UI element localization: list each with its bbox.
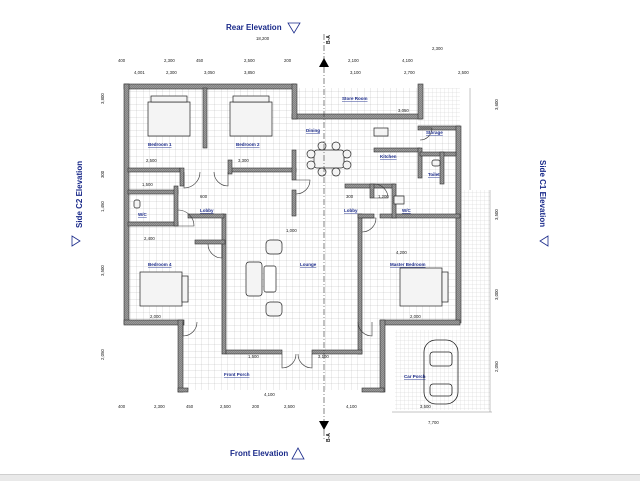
dim-top-5: 2,100 <box>348 58 359 63</box>
dim-bottom-0: 400 <box>118 404 126 409</box>
dim-top-0: 400 <box>118 58 126 63</box>
room-label-bedroom-4: Bedroom 4 <box>148 262 172 267</box>
dimensions: 18,200 400 2,300 450 2,500 200 2,100 4,1… <box>100 36 499 425</box>
side-c2-elevation-label: Side C2 Elevation <box>75 161 84 228</box>
dim-top2-5: 2,700 <box>404 70 415 75</box>
dim-top2-3: 3,850 <box>244 70 255 75</box>
room-label-ensuite: W/C <box>402 208 411 213</box>
dim-top-7: 2,300 <box>432 46 443 51</box>
room-label-bedroom-1: Bedroom 1 <box>148 142 172 147</box>
side-paving <box>392 88 492 413</box>
dim-right-1: 3,500 <box>494 209 499 220</box>
viewer-bottom-bar <box>0 474 640 481</box>
dim-bottom-6: 4,100 <box>346 404 357 409</box>
room-label-car-porch: Car Porch <box>404 374 426 379</box>
dim-inner-14: 4,100 <box>264 392 275 397</box>
dim-left-1: 300 <box>100 170 105 178</box>
room-label-lobby-left: Lobby <box>200 208 214 213</box>
dim-inner-5: 1,000 <box>286 228 297 233</box>
room-labels: Bedroom 1 Bedroom 2 Bedroom 4 Master Bed… <box>138 96 443 379</box>
dim-top-total: 18,200 <box>256 36 270 41</box>
dim-top-6: 4,100 <box>402 58 413 63</box>
room-label-kitchen: Kitchen <box>380 154 397 159</box>
room-label-lounge: Lounge <box>300 262 317 267</box>
section-line: B-A B-A <box>319 34 332 442</box>
rear-elevation-label: Rear Elevation <box>226 23 282 32</box>
triangle-down-icon <box>287 22 301 34</box>
side-c1-elevation-label: Side C1 Elevation <box>538 160 547 227</box>
room-label-store-room: Store Room <box>342 96 368 101</box>
dim-bottom-4: 200 <box>252 404 260 409</box>
dim-inner-6: 4,200 <box>396 250 407 255</box>
dim-top2-4: 3,100 <box>350 70 361 75</box>
front-elevation-label: Front Elevation <box>230 449 288 458</box>
dim-inner-0: 2,500 <box>146 158 157 163</box>
room-label-lobby-right: Lobby <box>344 208 358 213</box>
dim-top2-1: 2,300 <box>166 70 177 75</box>
dim-bottom-2: 450 <box>186 404 194 409</box>
dim-inner-2: 1,500 <box>142 182 153 187</box>
room-label-master-bedroom: Master Bedroom <box>390 262 426 267</box>
triangle-right-icon <box>71 235 81 247</box>
dim-inner-10: 2,000 <box>150 314 161 319</box>
section-mark-top: B-A <box>326 35 332 44</box>
dim-bottom-3: 2,500 <box>220 404 231 409</box>
dim-top-2: 450 <box>196 58 204 63</box>
doors <box>177 127 433 369</box>
dim-inner-3: 600 <box>200 194 208 199</box>
dim-top-3: 2,500 <box>244 58 255 63</box>
dim-inner-9: 1,200 <box>378 194 389 199</box>
dim-right-0: 3,600 <box>494 99 499 110</box>
dim-left-3: 3,500 <box>100 265 105 276</box>
dim-right-3: 2,050 <box>494 361 499 372</box>
dim-bottom-1: 2,300 <box>154 404 165 409</box>
room-label-storage: Storage <box>426 130 443 135</box>
dim-inner-4: 2,400 <box>144 236 155 241</box>
dim-inner-1: 3,300 <box>238 158 249 163</box>
dim-inner-7: 300 <box>346 194 354 199</box>
room-label-toilet: Toilet <box>428 172 440 177</box>
dim-top2-0: 4,001 <box>134 70 145 75</box>
triangle-up-icon <box>291 447 305 460</box>
dim-bottom-7: 3,500 <box>420 404 431 409</box>
dim-inner-11: 1,500 <box>248 354 259 359</box>
dim-left-0: 3,800 <box>100 93 105 104</box>
walls <box>123 83 462 393</box>
dim-left-2: 1,450 <box>100 201 105 212</box>
dim-top-4: 200 <box>284 58 292 63</box>
triangle-left-icon <box>539 235 549 247</box>
dim-top2-2: 3,050 <box>204 70 215 75</box>
dim-inner-8: 3,050 <box>398 108 409 113</box>
room-label-front-porch: Front Porch <box>224 372 250 377</box>
dim-bottom-total: 7,700 <box>428 420 439 425</box>
dim-right-2: 3,000 <box>494 289 499 300</box>
dim-left-4: 2,050 <box>100 349 105 360</box>
dim-inner-12: 3,100 <box>318 354 329 359</box>
room-label-wc: W/C <box>138 212 147 217</box>
room-label-dining: Dining <box>306 128 320 133</box>
dim-bottom-5: 2,500 <box>284 404 295 409</box>
dim-top-1: 2,300 <box>164 58 175 63</box>
elevation-markers: Rear Elevation Front Elevation Side C2 E… <box>71 22 549 460</box>
section-mark-bottom: B-A <box>326 433 332 442</box>
room-label-bedroom-2: Bedroom 2 <box>236 142 260 147</box>
furniture <box>133 95 449 317</box>
car-icon <box>423 339 459 405</box>
dim-top2-6: 2,500 <box>458 70 469 75</box>
dim-inner-13: 2,000 <box>410 314 421 319</box>
